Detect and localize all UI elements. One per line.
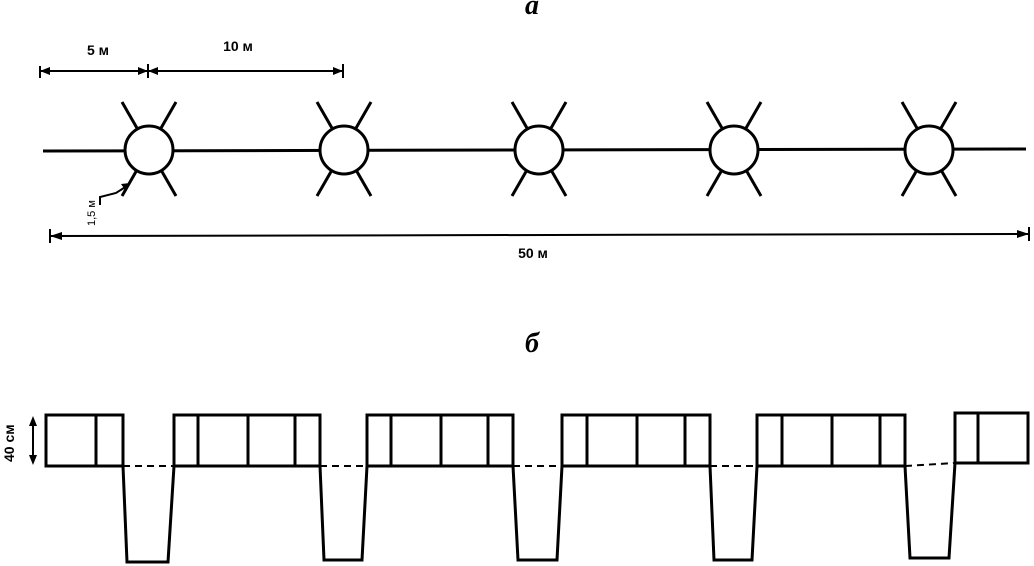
pit-circle [903,124,955,176]
pit-marker [705,101,763,197]
pit-marker [510,101,568,197]
panel-b-label: б [525,328,540,359]
pit-circle [123,124,175,176]
dimension-1-5m-label: 1,5 м [86,200,98,226]
dimension-40cm: 40 см [1,416,37,465]
dimension-50m: 50 м [49,227,1030,261]
pit-circle [708,124,760,176]
pit-marker [900,101,958,197]
pit-marker [120,101,178,197]
dimension-50m-label: 50 м [518,245,548,261]
dimension-10m-label: 10 м [223,38,253,54]
dimension-5m: 5 м [39,42,149,78]
panel-a-label: а [525,0,539,21]
dimension-1-5m: 1,5 м [86,183,131,226]
ground-line-dashed [123,462,956,467]
dimension-40cm-label: 40 см [1,424,17,462]
pits-group [120,101,958,197]
dimension-5m-label: 5 м [87,42,109,58]
dimension-10m: 10 м [148,38,344,78]
pit-circle [513,124,565,176]
pit-marker [315,101,373,197]
section-profile [44,411,1030,564]
pit-circle [318,124,370,176]
